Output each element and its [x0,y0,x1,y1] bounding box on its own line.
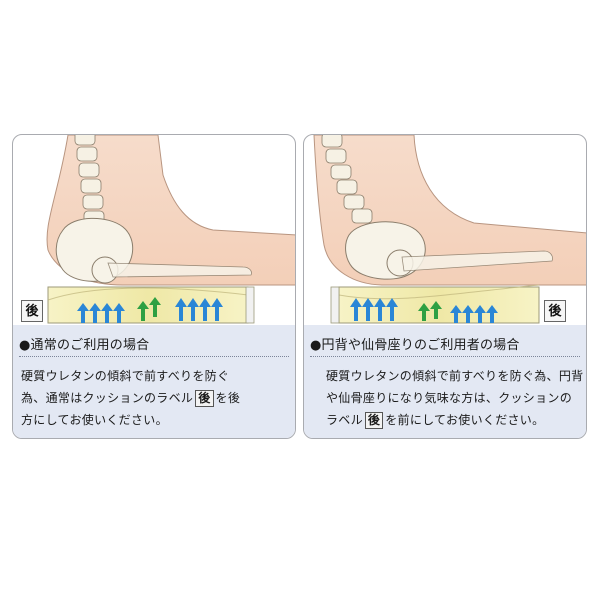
illustration-kyphosis-sitting: 後 [304,135,586,325]
caption-line-2: や仙骨座りになり気味な方は、クッションの [326,391,573,405]
femur-icon [401,250,553,272]
caption-text: を後 [215,391,241,405]
rear-label-badge: 後 [364,412,384,429]
seat-label-rear: 後 [544,300,566,322]
caption-divider [19,356,289,357]
caption-divider [310,356,580,357]
caption-text: を前にしてお使いください。 [385,413,545,427]
pressure-arrows-icon [77,298,223,323]
panel-normal-use: 後 ●通常のご利用の場合 硬質ウレタンの傾斜で前すべりを防ぐ 為、通常はクッショ… [12,134,296,439]
posture-illustration [313,135,586,324]
pressure-arrows-icon [350,298,498,323]
spine-icon [321,135,373,224]
caption-text: ラベル [326,413,363,427]
caption-line-3: ラベル後を前にしてお使いください。 [326,409,584,431]
caption-kyphosis-use: ●円背や仙骨座りのご利用者の場合 硬質ウレタンの傾斜で前すべりを防ぐ為、円背 や… [304,325,586,438]
posture-illustration [46,135,295,324]
femur-icon [107,262,252,278]
caption-title: ●通常のご利用の場合 [19,338,150,353]
spine-icon [74,135,105,226]
caption-line-1: 硬質ウレタンの傾斜で前すべりを防ぐ為、円背 [326,369,584,383]
green-arrows-icon [418,301,442,321]
panel-kyphosis-use: 後 ●円背や仙骨座りのご利用者の場合 硬質ウレタンの傾斜で前すべりを防ぐ為、円背… [303,134,587,439]
caption-line-3: 方にしてお使いください。 [21,413,168,427]
caption-title: ●円背や仙骨座りのご利用者の場合 [310,338,520,353]
caption-line-1: 硬質ウレタンの傾斜で前すべりを防ぐ [21,369,230,383]
caption-body: 硬質ウレタンの傾斜で前すべりを防ぐ 為、通常はクッションのラベル後を後 方にして… [21,365,293,431]
illustration-normal-sitting: 後 [13,135,295,325]
caption-line-2: 為、通常はクッションのラベル後を後 [21,387,293,409]
seat-label-rear: 後 [21,300,43,322]
green-arrows-icon [137,297,161,321]
caption-body: 硬質ウレタンの傾斜で前すべりを防ぐ為、円背 や仙骨座りになり気味な方は、クッショ… [326,365,584,431]
caption-normal-use: ●通常のご利用の場合 硬質ウレタンの傾斜で前すべりを防ぐ 為、通常はクッションの… [13,325,295,438]
rear-label-badge: 後 [195,390,214,407]
caption-text: 為、通常はクッションのラベル [21,391,194,405]
